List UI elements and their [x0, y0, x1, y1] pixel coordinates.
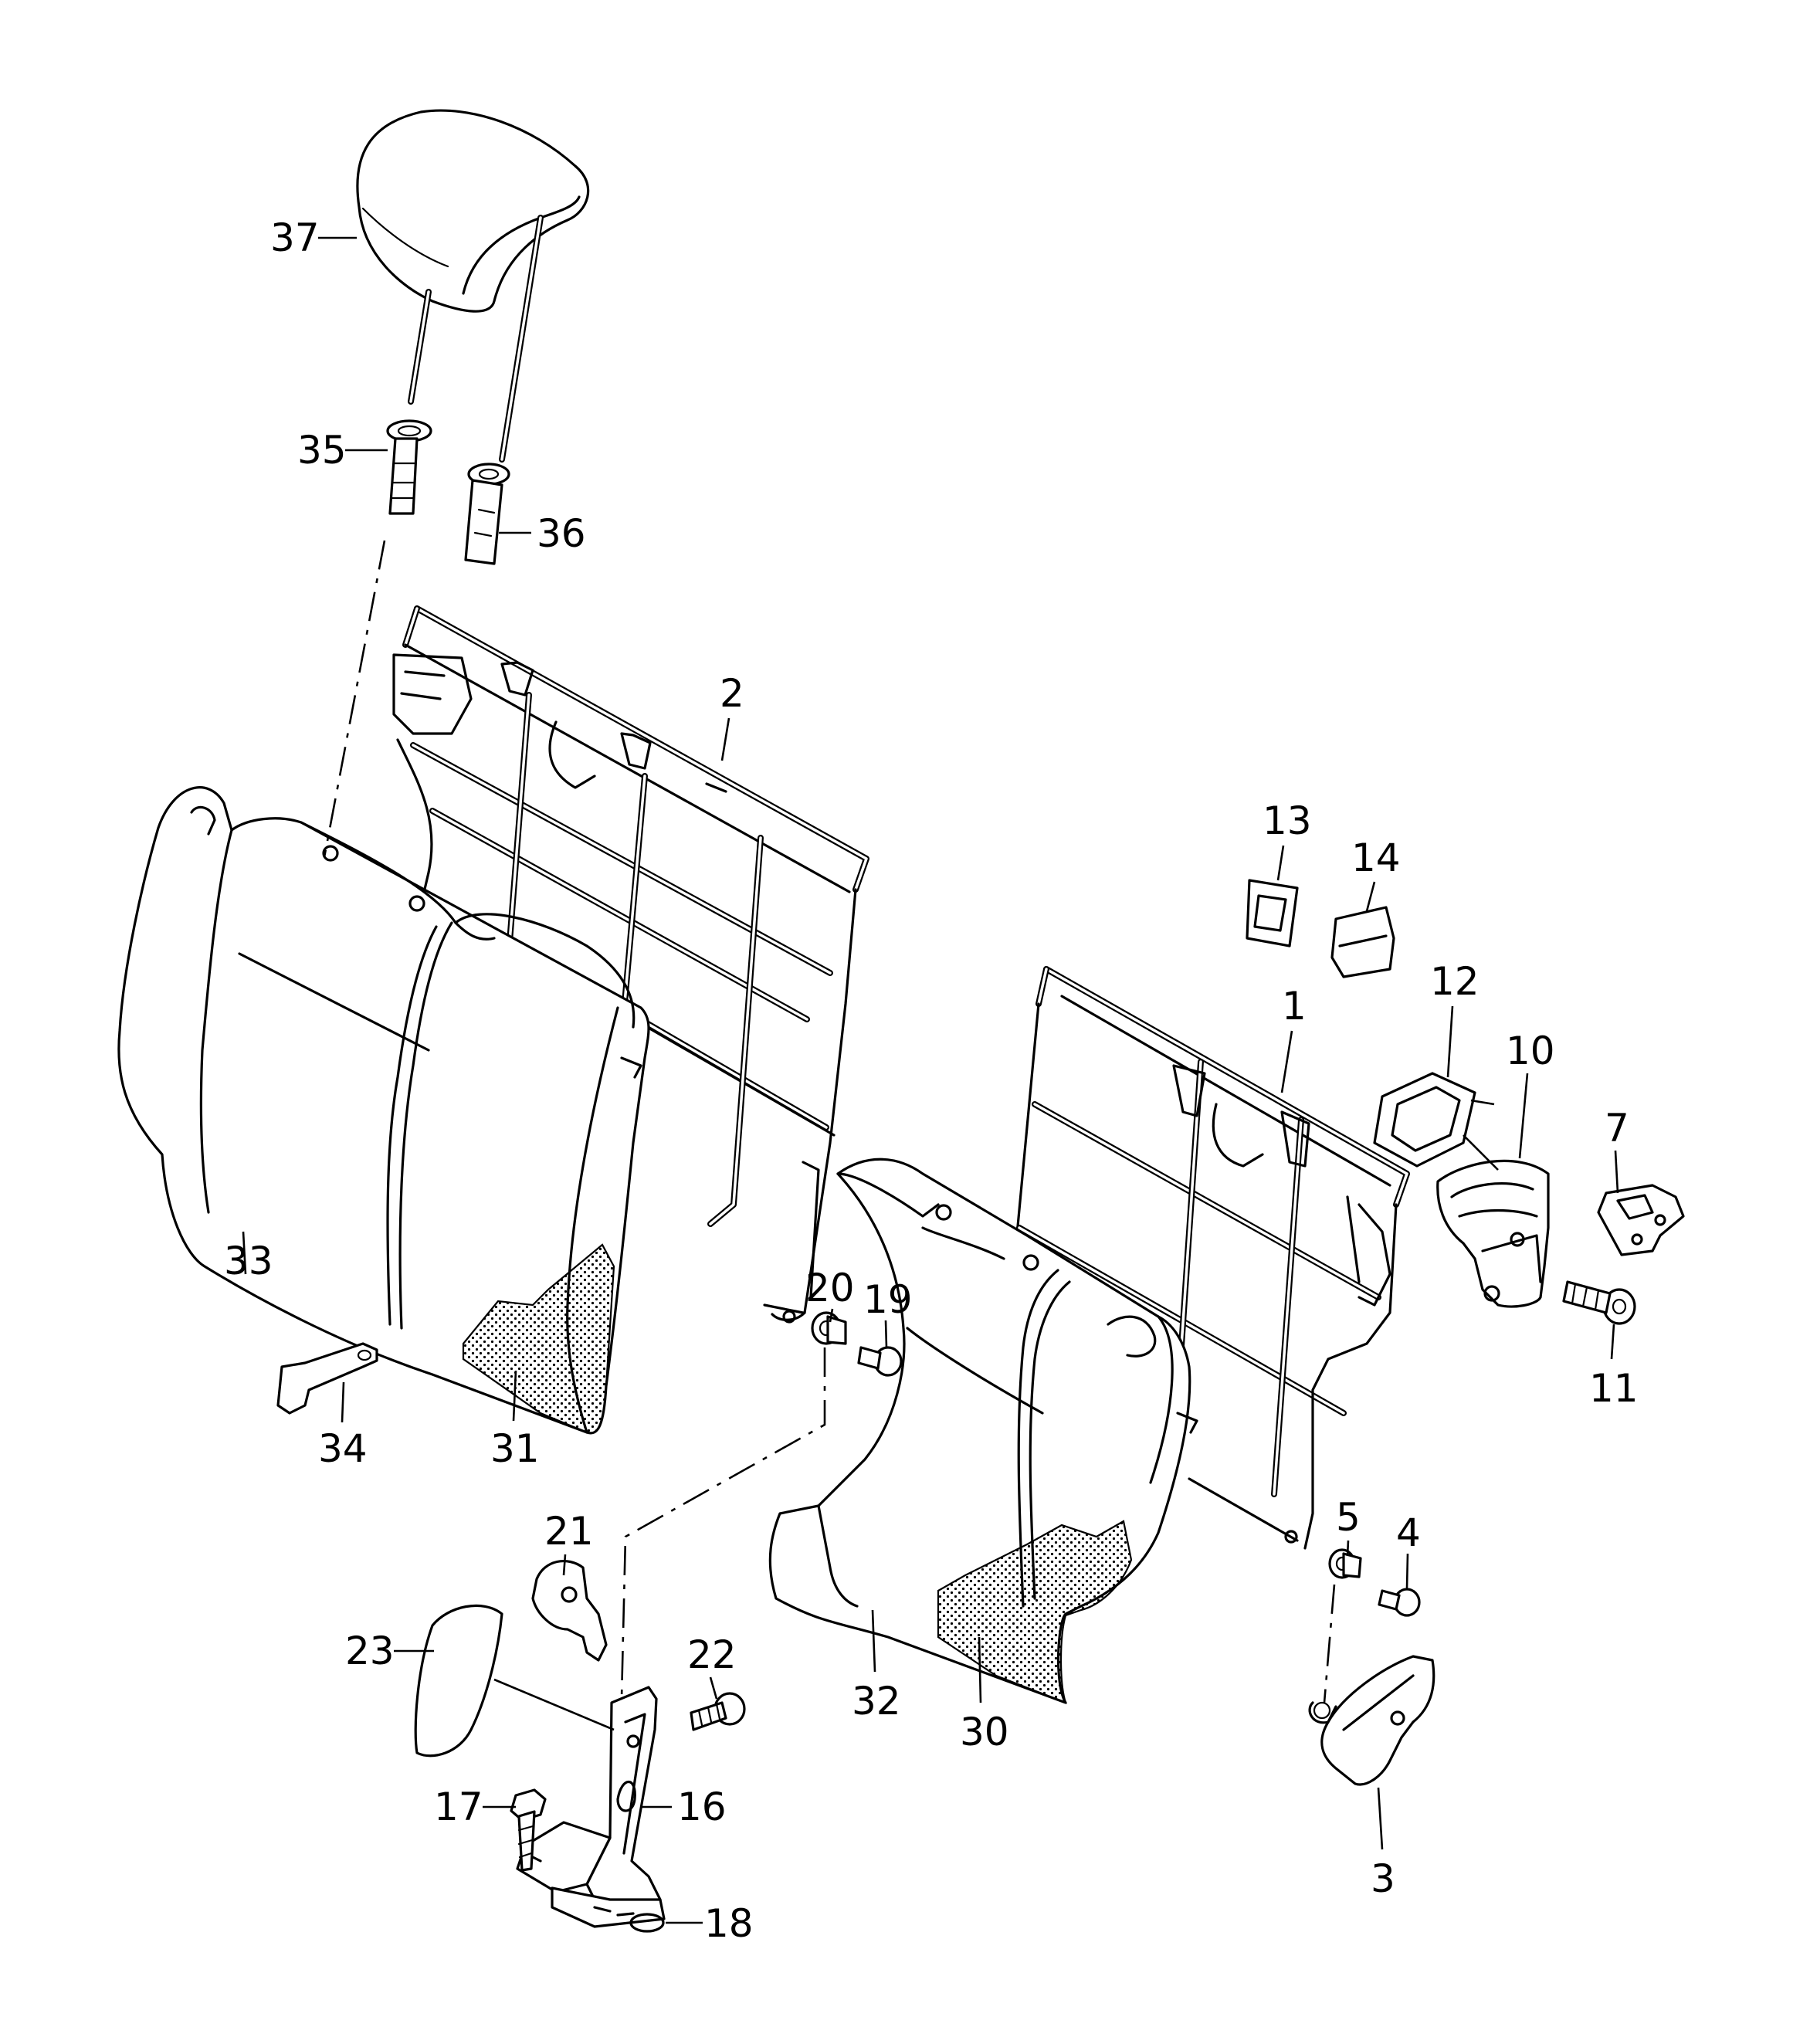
part-label-14: 14: [1351, 836, 1401, 880]
cover-cap-21: [531, 1560, 608, 1662]
backrest-cushion-large: [117, 786, 650, 1435]
bolt-22: [690, 1692, 746, 1731]
part-label-23: 23: [345, 1629, 395, 1673]
headrest: [356, 109, 590, 463]
part-label-37: 37: [270, 215, 320, 260]
part-label-33: 33: [224, 1239, 273, 1283]
headrest-guide-36: [464, 463, 510, 565]
part-label-36: 36: [537, 511, 586, 556]
part-labels: 37 35 36 2 13 14 12 1 10 7 11 5 4 3 32 3…: [224, 215, 1639, 1946]
headrest-guide-35: [386, 419, 432, 515]
part-label-7: 7: [1605, 1106, 1629, 1151]
trim-cover-23: [414, 1604, 503, 1758]
clip-13: [1246, 879, 1299, 947]
bushing-5: [1328, 1548, 1362, 1579]
assembly-line-pivot: [1323, 1584, 1336, 1703]
part-label-2: 2: [720, 671, 744, 716]
bolt-11: [1562, 1280, 1636, 1325]
lock-mechanism-10: [1436, 1134, 1550, 1308]
part-label-10: 10: [1506, 1029, 1555, 1073]
pivot-bracket-3: [1308, 1655, 1435, 1786]
part-label-22: 22: [687, 1632, 737, 1677]
part-label-1: 1: [1282, 984, 1307, 1029]
backrest-cushion-small: [768, 1158, 1198, 1704]
release-handle-12: [1373, 1072, 1495, 1168]
part-label-32: 32: [852, 1679, 901, 1724]
bracket-7: [1597, 1184, 1685, 1256]
part-label-12: 12: [1430, 959, 1480, 1004]
belt-guide-34: [276, 1342, 378, 1415]
bushing-20: [811, 1311, 847, 1345]
part-label-19: 19: [863, 1277, 913, 1322]
part-label-18: 18: [704, 1901, 754, 1946]
part-label-34: 34: [318, 1426, 368, 1471]
assembly-line-headrest: [323, 540, 386, 858]
bolt-19: [857, 1346, 903, 1377]
part-label-31: 31: [490, 1426, 540, 1471]
leader-lines: [242, 236, 1619, 1924]
washer-18: [629, 1913, 665, 1933]
bolt-4: [1378, 1588, 1421, 1617]
part-label-35: 35: [297, 428, 347, 473]
part-label-17: 17: [434, 1785, 483, 1829]
part-label-20: 20: [805, 1266, 855, 1310]
part-label-16: 16: [677, 1785, 727, 1829]
part-label-21: 21: [544, 1509, 594, 1554]
part-label-3: 3: [1371, 1856, 1395, 1901]
part-label-11: 11: [1589, 1366, 1639, 1411]
part-label-5: 5: [1336, 1495, 1361, 1540]
cover-14: [1330, 906, 1395, 978]
assembly-line-hinge: [620, 1347, 826, 1700]
part-label-4: 4: [1396, 1510, 1421, 1555]
part-label-13: 13: [1263, 798, 1312, 843]
part-label-30: 30: [960, 1710, 1009, 1754]
bolt-17: [510, 1788, 547, 1872]
